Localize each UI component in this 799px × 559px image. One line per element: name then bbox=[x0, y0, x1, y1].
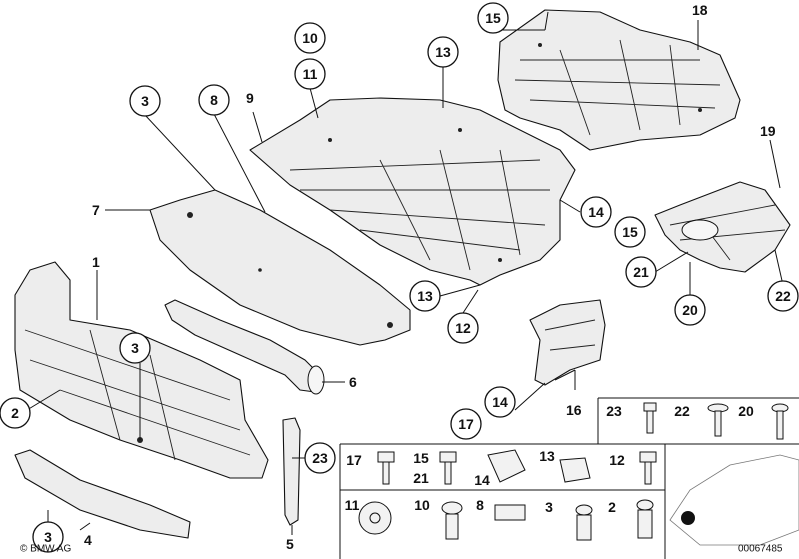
label-18: 18 bbox=[692, 2, 708, 18]
fasteners bbox=[358, 402, 789, 541]
label-7: 7 bbox=[92, 202, 100, 218]
callout-14b: 14 bbox=[484, 386, 516, 418]
callout-20: 20 bbox=[674, 294, 706, 326]
callout-10: 10 bbox=[294, 22, 326, 54]
grid-label-2: 2 bbox=[608, 499, 616, 515]
callout-3a: 3 bbox=[129, 85, 161, 117]
part-18-underbody-panel bbox=[497, 9, 741, 151]
svg-text:8: 8 bbox=[210, 92, 218, 108]
callout-22: 22 bbox=[767, 280, 799, 312]
svg-text:13: 13 bbox=[417, 288, 433, 304]
washer-icon bbox=[358, 501, 392, 535]
grid-label-21: 21 bbox=[413, 470, 429, 486]
part-5-vertical-strip bbox=[282, 417, 301, 526]
grid-label-10: 10 bbox=[414, 497, 430, 513]
part-7-cover-panel bbox=[149, 189, 411, 346]
svg-text:15: 15 bbox=[622, 224, 638, 240]
svg-text:3: 3 bbox=[44, 529, 52, 545]
callout-14a: 14 bbox=[580, 196, 612, 228]
grid-label-3: 3 bbox=[545, 499, 553, 515]
fastener-grid bbox=[339, 397, 799, 559]
part-19-rear-guard bbox=[654, 181, 791, 273]
svg-text:20: 20 bbox=[682, 302, 698, 318]
callout-13b: 13 bbox=[409, 280, 441, 312]
grid-label-17: 17 bbox=[346, 452, 362, 468]
svg-text:14: 14 bbox=[588, 204, 604, 220]
label-9: 9 bbox=[246, 90, 254, 106]
grid-label-12: 12 bbox=[609, 452, 625, 468]
screw-icon bbox=[707, 403, 729, 437]
svg-text:12: 12 bbox=[455, 320, 471, 336]
screw-icon bbox=[771, 403, 789, 440]
label-6: 6 bbox=[349, 374, 357, 390]
label-16: 16 bbox=[566, 402, 582, 418]
part-1-bumper-carrier bbox=[14, 261, 269, 479]
clip-icon bbox=[487, 449, 526, 483]
part-4-lower-strip bbox=[14, 449, 191, 539]
bolt-icon bbox=[377, 451, 395, 485]
bolt-icon bbox=[439, 451, 457, 485]
svg-text:3: 3 bbox=[141, 93, 149, 109]
svg-text:14: 14 bbox=[492, 394, 508, 410]
drawing-number: 00067485 bbox=[738, 544, 783, 555]
label-1: 1 bbox=[92, 254, 100, 270]
bolt-icon bbox=[639, 451, 657, 485]
svg-text:10: 10 bbox=[302, 30, 318, 46]
callout-12: 12 bbox=[447, 312, 479, 344]
svg-text:21: 21 bbox=[633, 264, 649, 280]
callout-15a: 15 bbox=[477, 2, 509, 34]
svg-text:17: 17 bbox=[458, 416, 474, 432]
svg-text:3: 3 bbox=[131, 340, 139, 356]
grid-label-15: 15 bbox=[413, 450, 429, 466]
part-16-side-bracket bbox=[529, 299, 606, 386]
callout-17: 17 bbox=[450, 408, 482, 440]
callout-3b: 3 bbox=[119, 332, 151, 364]
grid-label-22: 22 bbox=[674, 403, 690, 419]
svg-text:13: 13 bbox=[435, 44, 451, 60]
svg-text:23: 23 bbox=[312, 450, 328, 466]
callout-8: 8 bbox=[198, 84, 230, 116]
car-outline-icon bbox=[669, 454, 799, 546]
rivet-icon bbox=[441, 501, 463, 540]
svg-text:11: 11 bbox=[303, 66, 318, 82]
callout-3c: 3 bbox=[32, 521, 64, 553]
callout-23: 23 bbox=[304, 442, 336, 474]
rivet-icon bbox=[575, 504, 593, 541]
callout-13a: 13 bbox=[427, 36, 459, 68]
bolt-icon bbox=[643, 402, 657, 434]
part-6-air-duct bbox=[164, 299, 325, 395]
callout-2: 2 bbox=[0, 397, 31, 429]
grid-label-11: 11 bbox=[345, 497, 360, 513]
grid-label-23: 23 bbox=[606, 403, 622, 419]
grid-label-20: 20 bbox=[738, 403, 754, 419]
callout-11: 11 bbox=[294, 58, 326, 90]
copyright-text: © BMW AG bbox=[20, 544, 71, 555]
grid-label-13: 13 bbox=[539, 448, 555, 464]
part-9-main-underbody-panel bbox=[249, 97, 576, 286]
clip-icon bbox=[494, 504, 526, 521]
svg-text:15: 15 bbox=[485, 10, 501, 26]
grid-label-8: 8 bbox=[476, 497, 484, 513]
label-19: 19 bbox=[760, 123, 776, 139]
svg-text:22: 22 bbox=[775, 288, 791, 304]
clip-icon bbox=[559, 457, 591, 483]
grid-label-14: 14 bbox=[474, 472, 490, 488]
label-5: 5 bbox=[286, 536, 294, 552]
callout-21: 21 bbox=[625, 256, 657, 288]
rivet-icon bbox=[636, 499, 654, 539]
callout-15b: 15 bbox=[614, 216, 646, 248]
label-4: 4 bbox=[84, 532, 92, 548]
svg-text:2: 2 bbox=[11, 405, 19, 421]
